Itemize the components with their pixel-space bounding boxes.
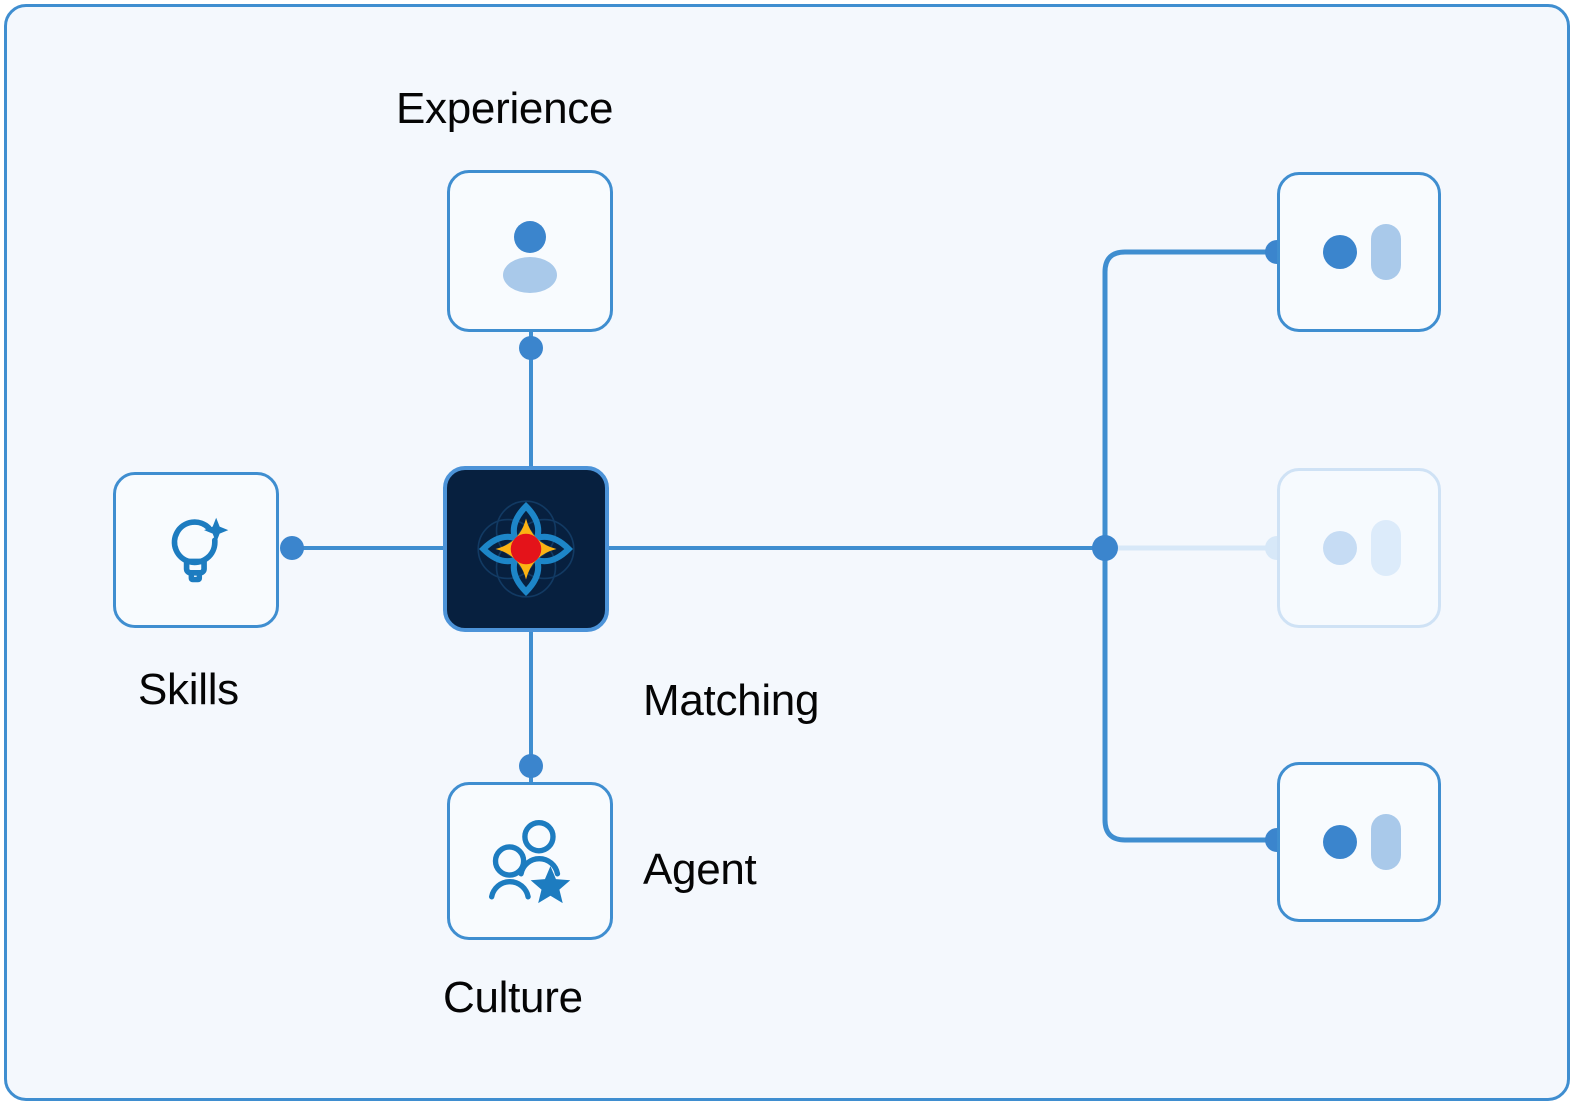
node-experience[interactable] bbox=[447, 170, 613, 332]
connector-dot-skills bbox=[280, 536, 304, 560]
connector-dot-culture bbox=[519, 754, 543, 778]
candidate-avatar-icon bbox=[1323, 224, 1401, 280]
label-culture: Culture bbox=[443, 973, 583, 1022]
wire-hub-to-candidate-1 bbox=[1102, 249, 1277, 548]
node-candidate-2[interactable] bbox=[1277, 468, 1441, 628]
label-skills: Skills bbox=[138, 665, 239, 714]
culture-icon-wrap bbox=[450, 785, 610, 937]
connector-hub-dot bbox=[1092, 535, 1118, 561]
skills-icon-wrap bbox=[116, 475, 276, 625]
candidate-avatar-icon bbox=[1323, 814, 1401, 870]
candidate-avatar-icon bbox=[1323, 520, 1401, 576]
node-candidate-1[interactable] bbox=[1277, 172, 1441, 332]
experience-icon-wrap bbox=[450, 173, 610, 329]
connector-dot-experience bbox=[519, 336, 543, 360]
label-experience: Experience bbox=[396, 84, 614, 133]
node-candidate-3[interactable] bbox=[1277, 762, 1441, 922]
node-skills[interactable] bbox=[113, 472, 279, 628]
matching-agent-logo bbox=[477, 500, 575, 598]
candidate-2-icon-wrap bbox=[1280, 471, 1438, 625]
lightbulb-sparkle-icon bbox=[171, 517, 229, 583]
node-matching-agent[interactable] bbox=[443, 466, 609, 632]
person-avatar-icon bbox=[503, 221, 557, 293]
label-matching-agent: Matching Agent bbox=[643, 560, 819, 1011]
people-star-icon bbox=[488, 819, 571, 904]
candidate-3-icon-wrap bbox=[1280, 765, 1438, 919]
label-matching-agent-line2: Agent bbox=[643, 844, 757, 894]
wire-hub-to-candidate-3 bbox=[1102, 548, 1277, 843]
label-matching-agent-line1: Matching bbox=[643, 675, 820, 725]
node-culture[interactable] bbox=[447, 782, 613, 940]
candidate-1-icon-wrap bbox=[1280, 175, 1438, 329]
